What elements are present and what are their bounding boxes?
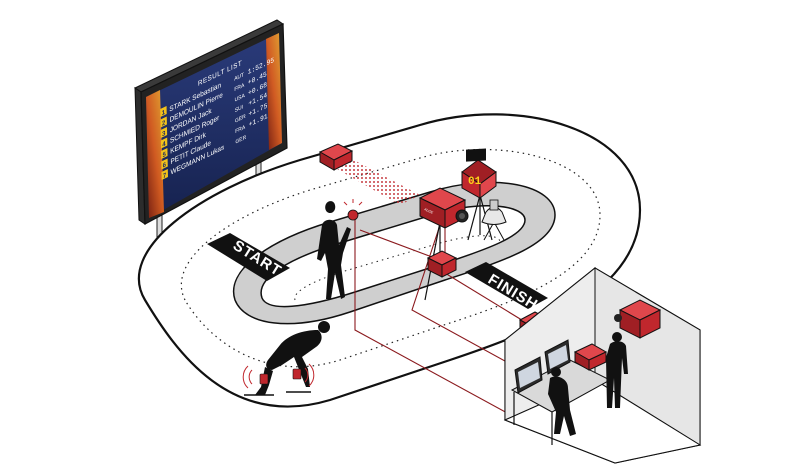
rank-badge — [160, 116, 167, 128]
photocell-icon — [318, 143, 354, 171]
scoreboard-screen — [146, 33, 282, 218]
timer-digits: 01 — [468, 176, 482, 188]
country-code: FRA — [235, 124, 245, 135]
rank-badge — [160, 137, 168, 149]
rank-number: 6 — [163, 161, 167, 170]
speaker-icon — [481, 199, 507, 241]
rank-badge — [160, 126, 168, 138]
rank-number: 3 — [162, 130, 166, 139]
rank-number: 5 — [162, 151, 166, 160]
operator-icon — [603, 332, 628, 408]
timing-room — [503, 266, 702, 464]
country-code: GER — [235, 114, 246, 125]
rank-number: 2 — [162, 119, 166, 128]
laptop-icon — [544, 339, 571, 375]
camera-icon — [614, 299, 662, 339]
country-code: AUT — [234, 72, 245, 83]
printer-icon — [573, 343, 608, 371]
skater-icon — [242, 321, 330, 396]
camera-brand: ALGE — [424, 207, 435, 215]
rank-badge — [161, 158, 168, 170]
country-code: SUI — [235, 104, 244, 114]
rank-number: 1 — [162, 109, 166, 118]
rank-badge — [160, 105, 167, 117]
infield — [260, 205, 526, 308]
country-code: GER — [235, 135, 246, 146]
receiver-box — [426, 250, 458, 278]
rank-number: 7 — [163, 172, 167, 181]
country-code: FRA — [234, 82, 244, 93]
timer-display: 01 — [461, 148, 497, 241]
rank-badge — [161, 168, 168, 180]
laptop-icon — [514, 356, 543, 394]
rank-number: 4 — [162, 140, 166, 149]
starter-icon — [317, 199, 363, 299]
country-code: USA — [235, 93, 246, 104]
photocell-beam — [330, 158, 420, 205]
transponder-icon — [292, 368, 302, 380]
rank-badge — [161, 147, 168, 159]
lane-marking-outer — [180, 148, 601, 368]
transponder-icon — [259, 373, 269, 385]
operator-icon — [548, 367, 576, 436]
